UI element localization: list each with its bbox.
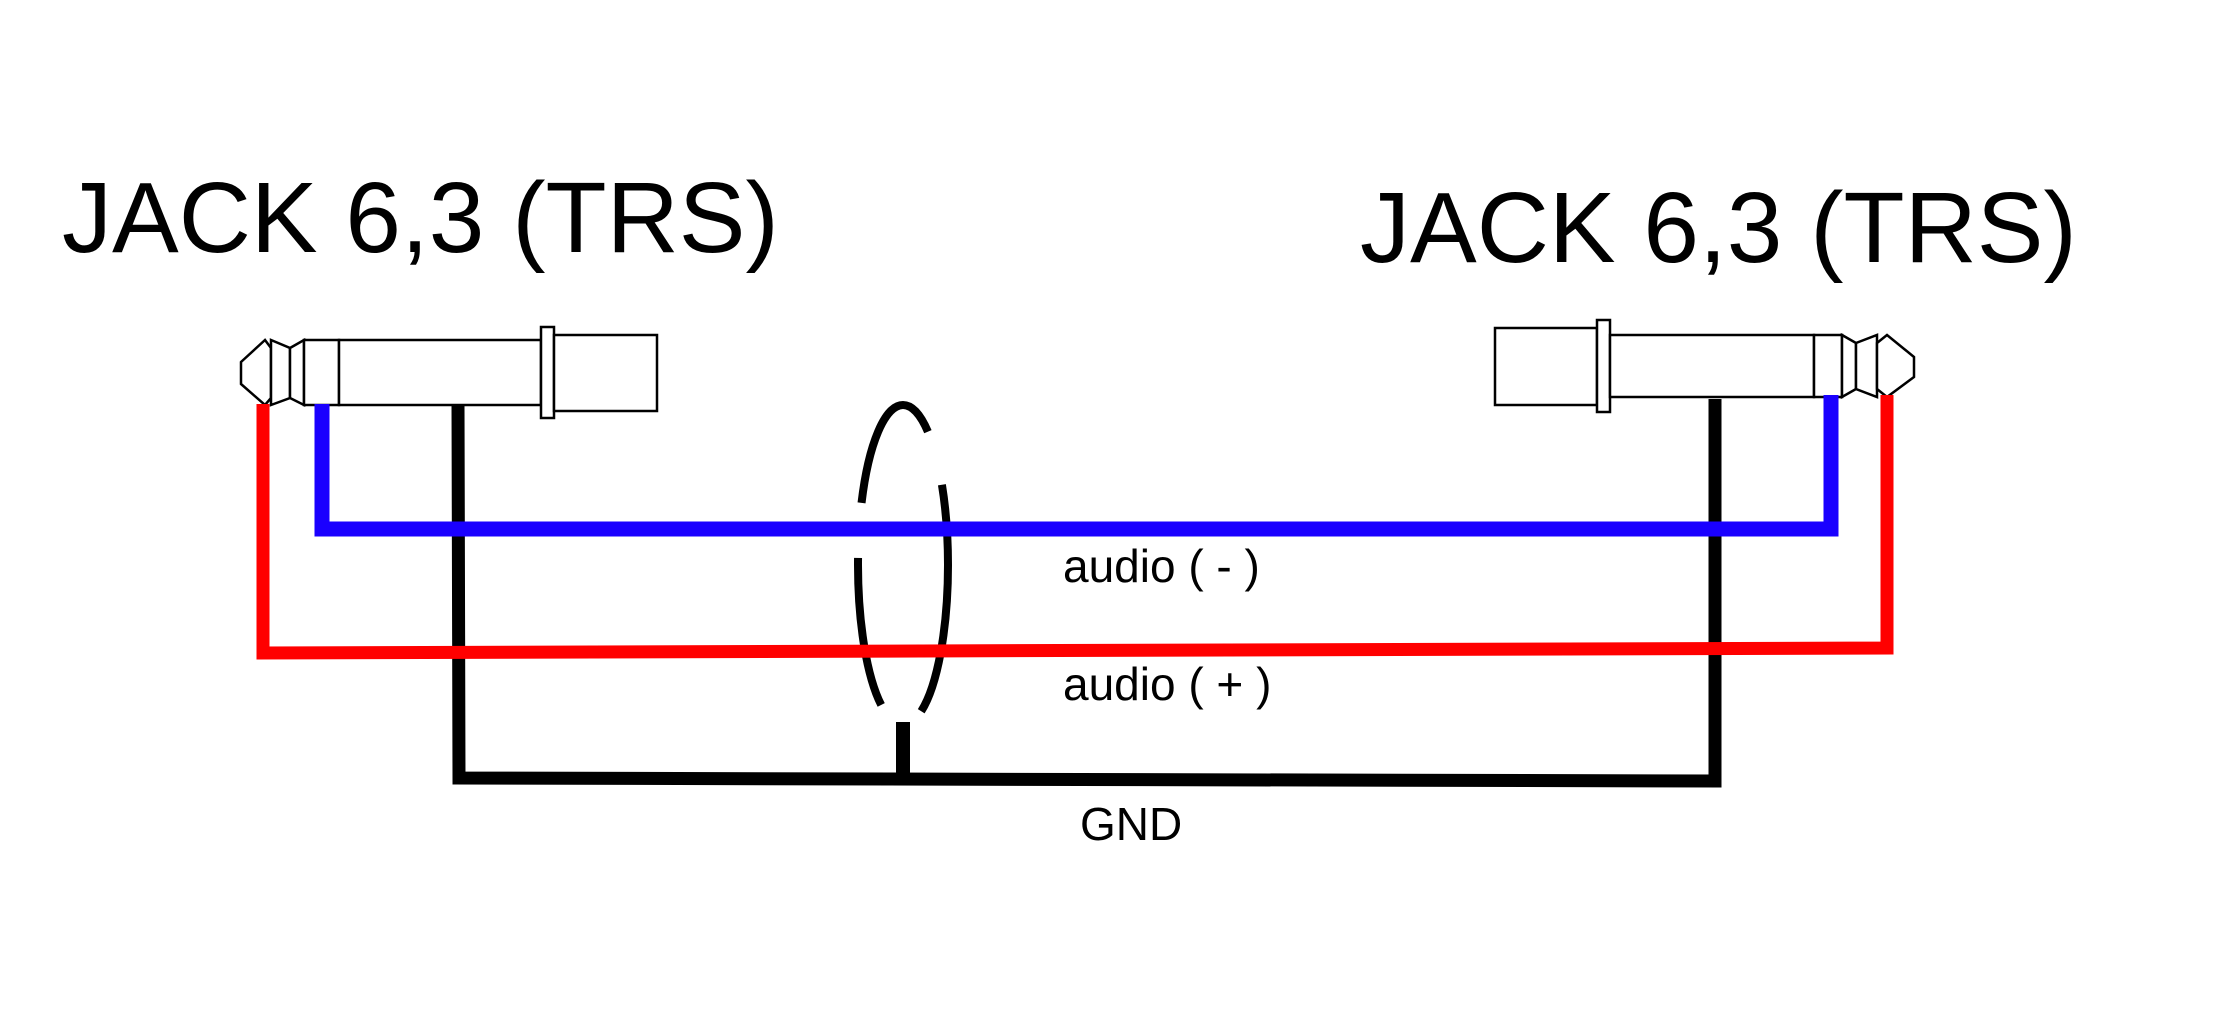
- right-plug-sleeve: [1608, 333, 1816, 399]
- left-plug-handle: [552, 333, 659, 413]
- positive-audio-wire: [256, 395, 1894, 660]
- left-plug-flange: [539, 325, 556, 420]
- right-plug-insulator: [1812, 333, 1844, 399]
- shield-loop: [854, 401, 952, 729]
- left-plug-tip: [239, 338, 273, 407]
- right-connector-title: JACK 6,3 (TRS): [1360, 172, 2077, 284]
- right-plug-flange: [1595, 318, 1612, 414]
- left-plug-ring: [269, 338, 292, 407]
- negative-audio-wire: [314, 395, 1839, 537]
- positive-wire-label: audio ( + ): [1063, 658, 1271, 710]
- left-plug-ring-collar: [288, 337, 306, 408]
- negative-wire-label: audio ( - ): [1063, 540, 1260, 592]
- left-plug-insulator: [302, 338, 341, 407]
- left-plug-sleeve: [337, 338, 543, 407]
- right-plug-ring-collar: [1840, 332, 1858, 400]
- right-plug-handle: [1493, 326, 1599, 407]
- left-trs-plug: [239, 325, 659, 420]
- ground-wire-label: GND: [1080, 798, 1182, 850]
- right-plug-ring: [1854, 333, 1879, 399]
- left-connector-title: JACK 6,3 (TRS): [62, 162, 779, 274]
- ground-wire: [451, 399, 1722, 788]
- right-trs-plug: [1493, 318, 1916, 414]
- right-plug-tip: [1875, 333, 1916, 399]
